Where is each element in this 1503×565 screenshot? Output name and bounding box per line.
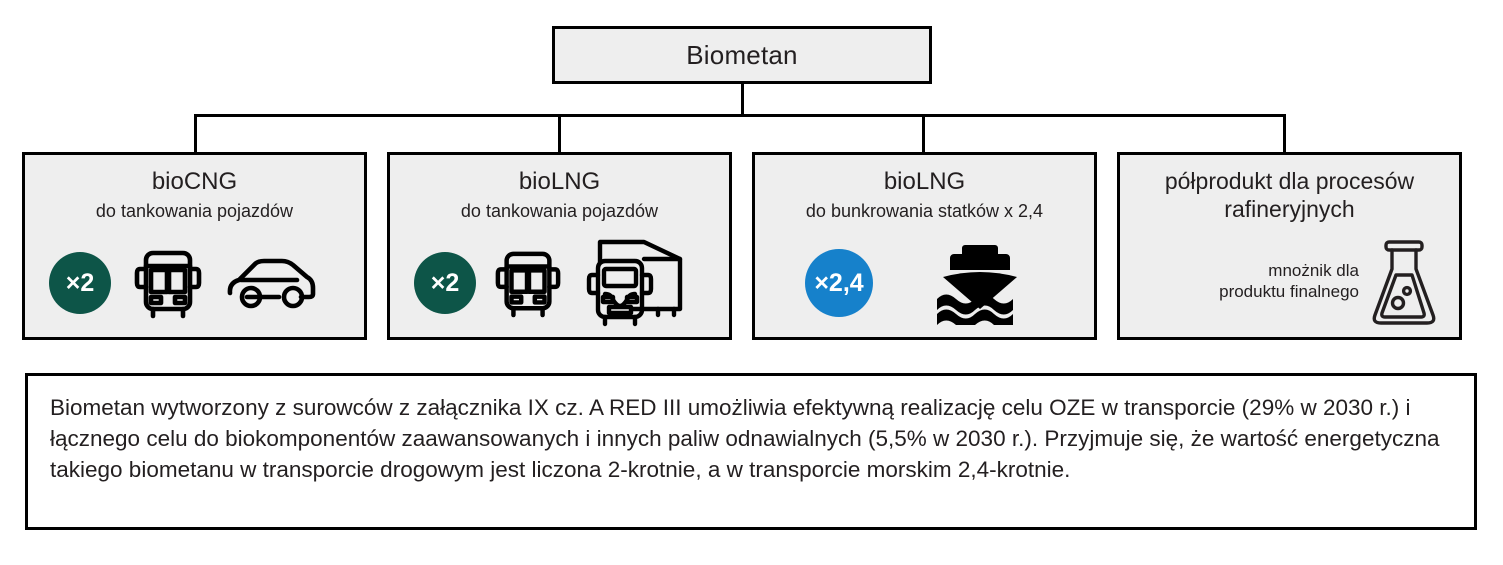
branch-title-refinery-intermediate: półprodukt dla procesów rafineryjnych: [1164, 168, 1415, 223]
branch-box-refinery-intermediate: półprodukt dla procesów rafineryjnych mn…: [1117, 152, 1462, 340]
branch-box-biolng-bunkering: bioLNG do bunkrowania statków x 2,4 ×2,4: [752, 152, 1097, 340]
multiplier-badge-x2: ×2: [414, 252, 476, 314]
root-node-label: Biometan: [686, 39, 798, 70]
branch-title-biocng: bioCNG: [151, 168, 238, 195]
branch-icons-refinery-intermediate: mnożnik dla produktu finalnego: [1120, 237, 1459, 329]
bus-icon: [494, 247, 562, 319]
branch-icons-biocng: ×2: [25, 237, 364, 329]
branch-title-biolng-vehicles: bioLNG: [518, 168, 601, 195]
footer-note-box: Biometan wytworzony z surowców z załączn…: [25, 373, 1477, 530]
connector-drop-3: [922, 114, 925, 152]
branch-icons-biolng-vehicles: ×2: [390, 237, 729, 329]
truck-icon: [580, 237, 688, 329]
branch-box-biocng: bioCNG do tankowania pojazdów ×2: [22, 152, 367, 340]
connector-horizontal-bus: [194, 114, 1286, 117]
footer-note-text: Biometan wytworzony z surowców z załączn…: [50, 395, 1440, 483]
branch-title-biolng-bunkering: bioLNG: [883, 168, 966, 195]
connector-root-stem: [741, 84, 744, 116]
branch-subtitle-biocng: do tankowania pojazdów: [95, 201, 294, 222]
branch-box-biolng-vehicles: bioLNG do tankowania pojazdów ×2: [387, 152, 732, 340]
flask-icon: [1369, 237, 1445, 329]
car-icon: [225, 255, 317, 311]
ship-icon: [931, 241, 1029, 325]
branch-subtitle-biolng-bunkering: do bunkrowania statków x 2,4: [805, 201, 1044, 222]
bus-icon: [133, 247, 203, 319]
branch-subtitle-biolng-vehicles: do tankowania pojazdów: [460, 201, 659, 222]
connector-drop-2: [558, 114, 561, 152]
multiplier-badge-x24: ×2,4: [805, 249, 873, 317]
branch-icons-biolng-bunkering: ×2,4: [755, 237, 1094, 329]
root-node-biometan: Biometan: [552, 26, 932, 84]
multiplier-badge-x2: ×2: [49, 252, 111, 314]
connector-drop-4: [1283, 114, 1286, 152]
branch-note-refinery-intermediate: mnożnik dla produktu finalnego: [1219, 260, 1359, 301]
connector-drop-1: [194, 114, 197, 152]
